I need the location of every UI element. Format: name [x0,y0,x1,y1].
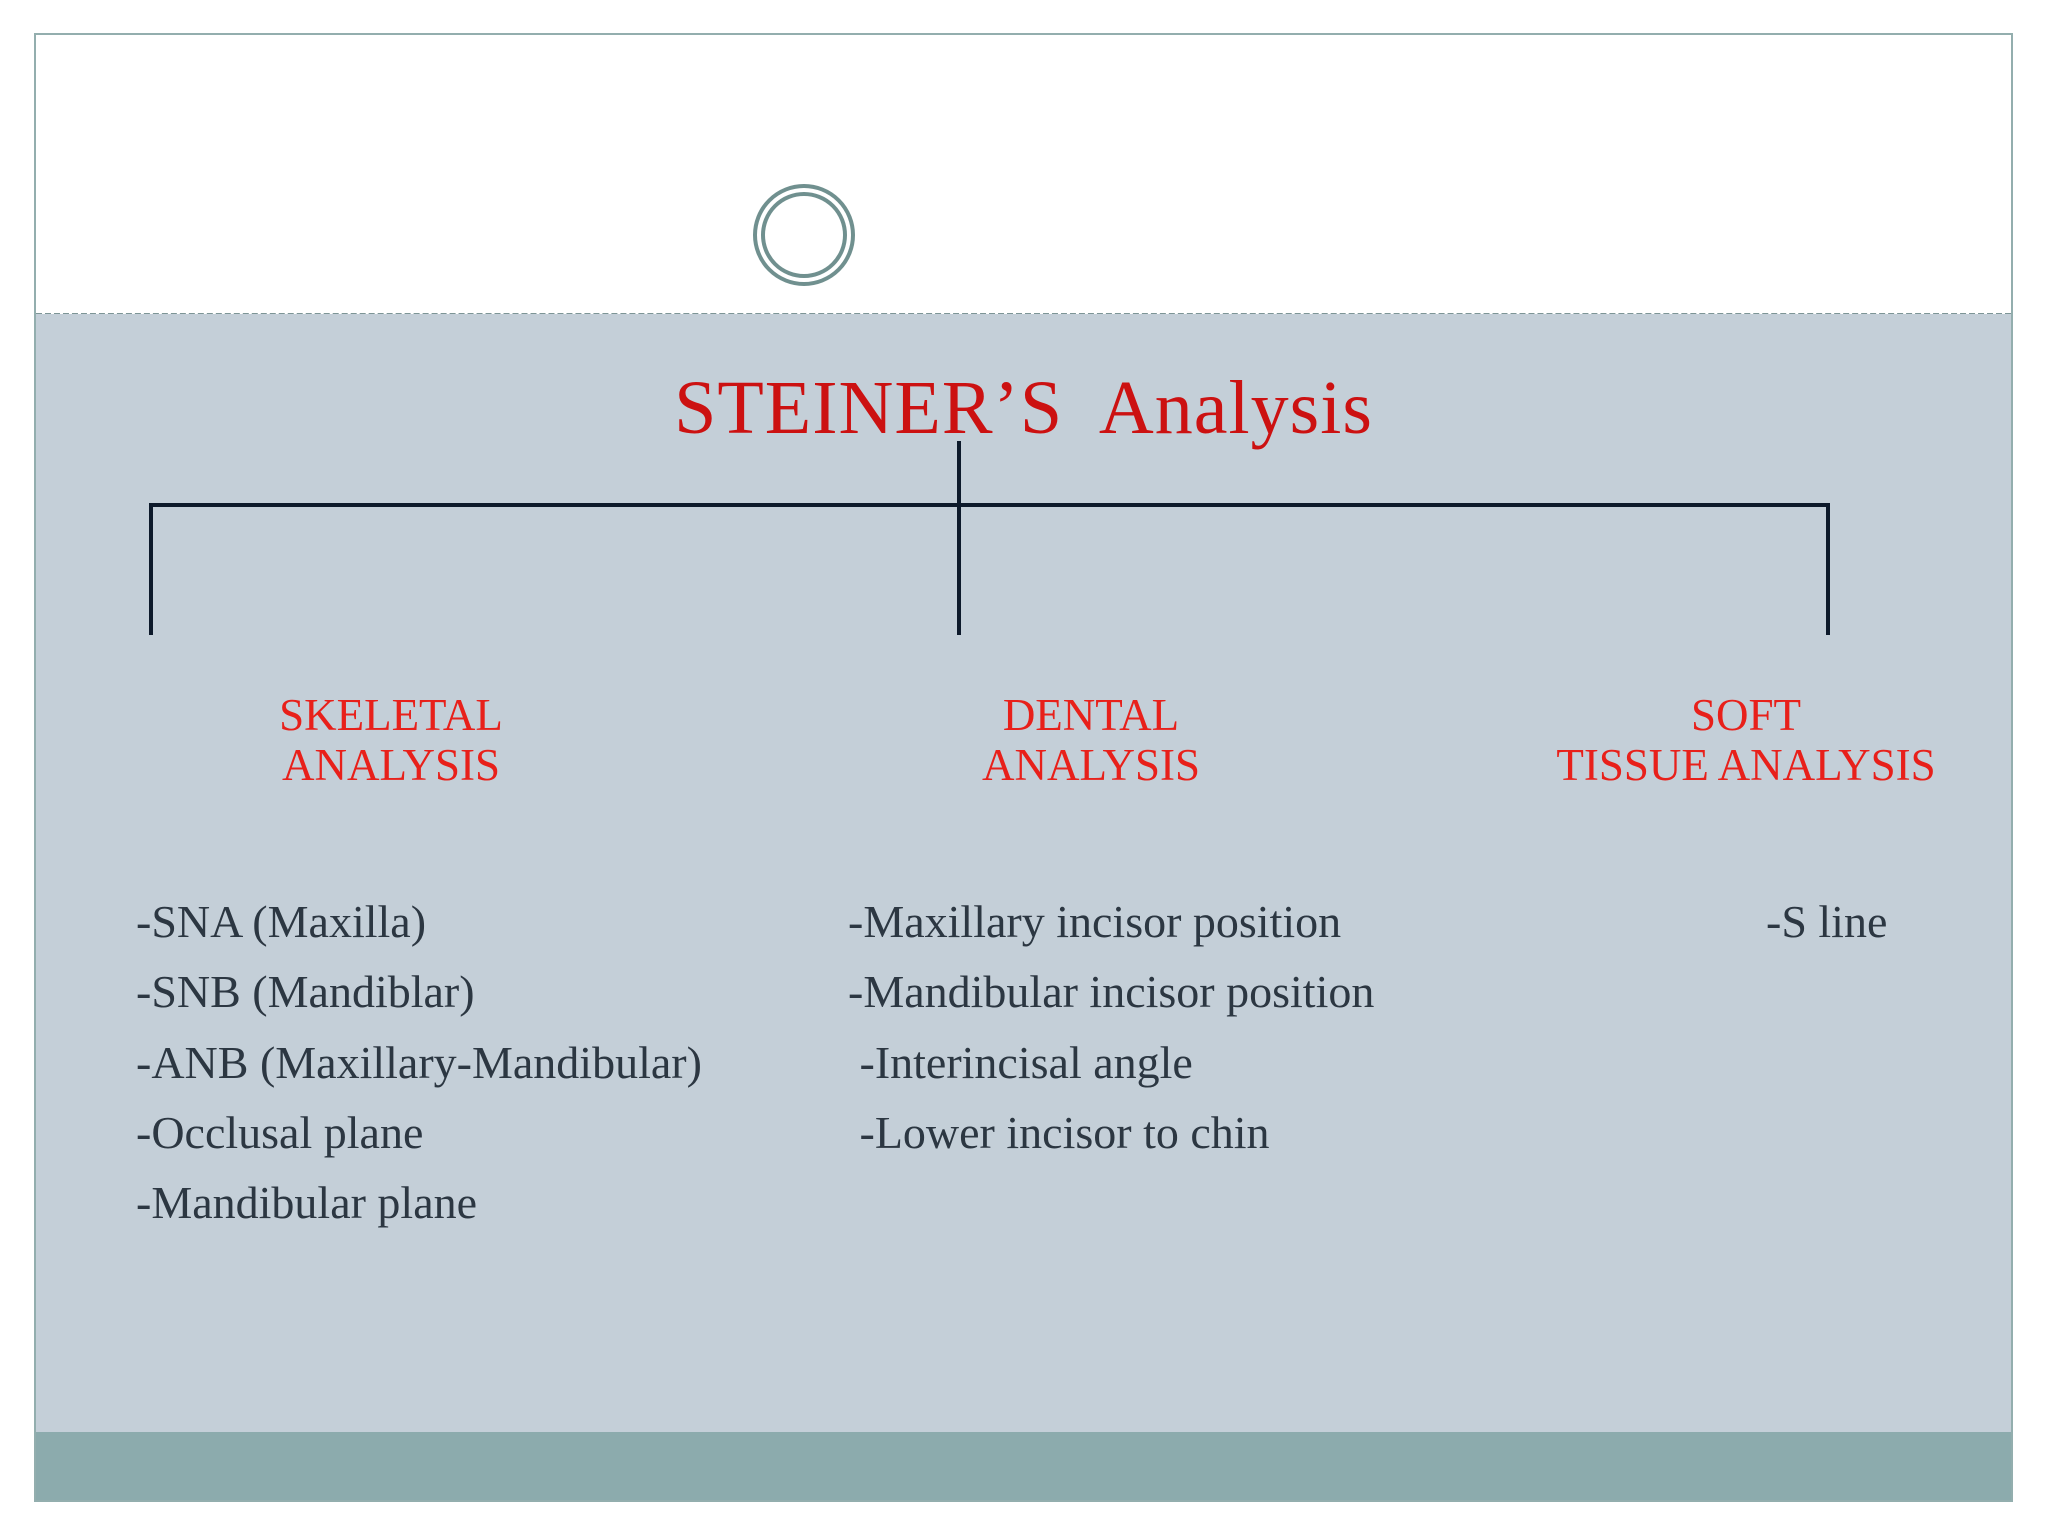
list-item: -Maxillary incisor position [848,895,1342,947]
list-skeletal-items: -SNA (Maxilla) -SNB (Mandiblar) -ANB (Ma… [66,887,706,1239]
list-item: -Occlusal plane [136,1106,424,1158]
list-item: -Interincisal angle [848,1036,1193,1088]
list-item: -Mandibular incisor position [848,966,1375,1018]
list-item: -SNB (Mandiblar) [136,966,475,1018]
list-item: -SNA (Maxilla) [136,895,427,947]
column-skeletal-analysis: SKELETAL ANALYSIS -SNA (Maxilla) -SNB (M… [66,690,706,1239]
list-item: -S line [1766,895,1888,947]
list-item: -Mandibular plane [136,1177,478,1229]
list-soft-tissue-items: -S line [1476,887,2016,957]
page-title: STEINER’S Analysis [674,366,1373,450]
ring-inner-circle [761,192,847,278]
column-heading-skeletal: SKELETAL ANALYSIS [279,690,503,791]
list-dental-items: -Maxillary incisor position -Mandibular … [726,887,1426,1169]
presentation-slide: STEINER’S Analysis SKELETAL ANALYSIS -SN… [34,33,2013,1502]
column-dental-analysis: DENTAL ANALYSIS -Maxillary incisor posit… [726,690,1426,1168]
slide-body-band [36,314,2011,1434]
column-heading-soft-tissue: SOFT TISSUE ANALYSIS [1556,690,1936,791]
slide-footer-bar [36,1432,2011,1500]
analysis-columns: SKELETAL ANALYSIS -SNA (Maxilla) -SNB (M… [36,690,2011,1390]
column-soft-tissue-analysis: SOFT TISSUE ANALYSIS -S line [1476,690,2016,957]
slide-header-zone [36,35,2011,314]
column-heading-dental: DENTAL ANALYSIS [981,690,1200,791]
list-item: -Lower incisor to chin [848,1106,1270,1158]
double-circle-ornament-icon [742,173,866,297]
list-item: -ANB (Maxillary-Mandibular) [136,1036,702,1088]
ring-outer-circle [753,184,855,286]
